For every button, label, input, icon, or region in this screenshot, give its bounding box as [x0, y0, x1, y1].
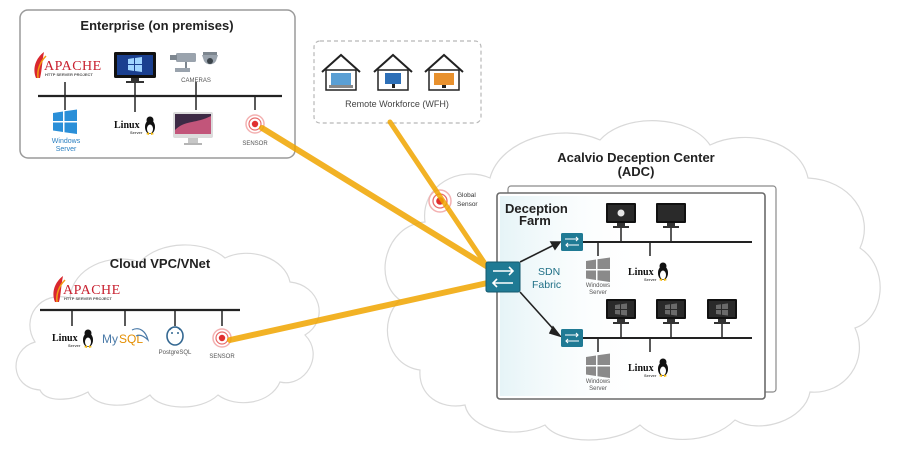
remote-workforce-label: Remote Workforce (WFH) [345, 99, 449, 109]
svg-text:HTTP SERVER PROJECT: HTTP SERVER PROJECT [45, 72, 93, 77]
cloud-apache-logo: APACHE HTTP SERVER PROJECT [53, 276, 121, 303]
cloud-sensor-label: SENSOR [209, 354, 235, 360]
switch-bottom-icon [561, 329, 583, 347]
monitor-icon-bottom-3 [707, 299, 737, 324]
svg-text:Windows: Windows [586, 379, 610, 385]
sdn-label-line1: SDN [538, 266, 560, 278]
mysql-logo: My SQL [102, 328, 150, 346]
monitor-icon-bottom-1 [606, 299, 636, 324]
switch-top-icon [561, 233, 583, 251]
farm-windows-server-icon-top: Windows Server [586, 257, 610, 296]
svg-text:Server: Server [130, 130, 143, 135]
svg-text:Server: Server [68, 343, 81, 348]
farm-windows-server-icon-bottom: Windows Server [586, 353, 610, 392]
cameras-icon: CAMERAS [170, 52, 218, 84]
farm-linux-logo-top: Linux Server [628, 262, 668, 282]
home-monitor-icon [424, 53, 464, 91]
svg-text:Linux: Linux [628, 267, 654, 278]
windows-monitor-icon [114, 52, 156, 83]
server-label: Server [56, 146, 77, 153]
sensor-label: SENSOR [242, 141, 268, 147]
apple-monitor-icon [606, 203, 636, 228]
sensor-label-global: Sensor [457, 201, 478, 208]
imac-icon [173, 112, 213, 145]
svg-text:Windows: Windows [586, 283, 610, 289]
global-label: Global [457, 192, 476, 199]
svg-text:Server: Server [589, 386, 607, 392]
svg-text:Linux: Linux [114, 120, 140, 131]
svg-text:Server: Server [589, 290, 607, 296]
monitor-icon-bottom-2 [656, 299, 686, 324]
svg-text:Linux: Linux [628, 363, 654, 374]
svg-text:SQL: SQL [119, 332, 143, 346]
farm-title-line1: Deception [505, 201, 568, 216]
windows-server-icon: Windows Server [52, 109, 81, 153]
enterprise-sensor-icon: SENSOR [242, 114, 268, 147]
sdn-arrows [519, 241, 563, 338]
linux-logo: Linux Server [114, 116, 155, 135]
svg-text:Server: Server [644, 277, 657, 282]
svg-text:APACHE: APACHE [44, 59, 102, 74]
svg-text:HTTP SERVER PROJECT: HTTP SERVER PROJECT [64, 296, 112, 301]
postgresql-label: PostgreSQL [159, 350, 192, 356]
home-laptop-icon [321, 53, 361, 91]
cloud-vpc-title: Cloud VPC/VNet [110, 256, 211, 271]
farm-title-line2: Farm [519, 213, 551, 228]
svg-text:APACHE: APACHE [63, 283, 121, 298]
sdn-label-line2: Fabric [532, 279, 561, 291]
sdn-switch-icon [485, 261, 521, 293]
apache-logo: APACHE HTTP SERVER PROJECT [34, 52, 102, 79]
adc-title-line2: (ADC) [618, 164, 655, 179]
svg-text:Linux: Linux [52, 333, 78, 344]
cloud-linux-logo: Linux Server [52, 329, 93, 348]
connection-links [227, 119, 499, 343]
enterprise-title: Enterprise (on premises) [80, 18, 233, 33]
home-desktop-icon [373, 53, 413, 91]
windows-label: Windows [52, 138, 81, 145]
svg-text:Server: Server [644, 373, 657, 378]
adc-title-line1: Acalvio Deception Center [557, 150, 715, 165]
enterprise-box [19, 9, 296, 159]
cameras-label: CAMERAS [181, 78, 211, 84]
monitor-icon-top [656, 203, 686, 228]
svg-text:My: My [102, 332, 118, 346]
postgresql-logo: PostgreSQL [159, 326, 192, 356]
farm-linux-logo-bottom: Linux Server [628, 358, 668, 378]
